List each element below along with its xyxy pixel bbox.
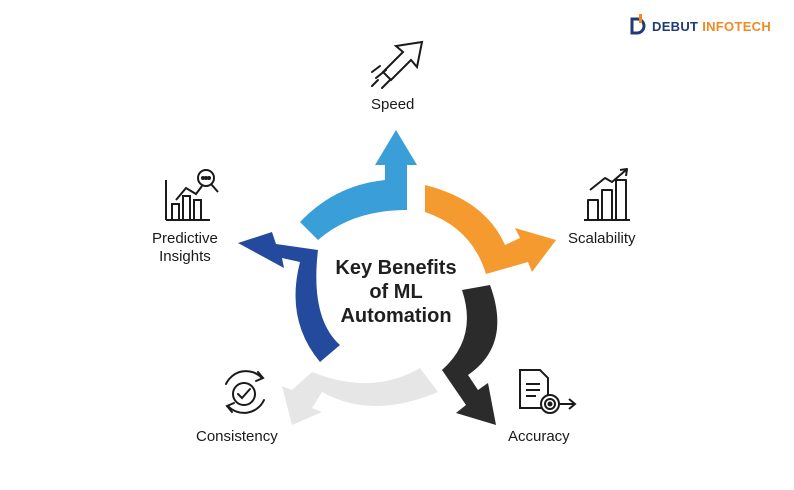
scalability-arrow xyxy=(425,185,556,274)
rocket-arrow-icon xyxy=(371,40,424,89)
predictive-insights-arrow xyxy=(238,232,340,362)
document-target-icon xyxy=(519,369,577,414)
consistency-arrow xyxy=(282,368,438,425)
title-line-1: Key Benefits xyxy=(335,257,457,279)
label-predictive-line-2: Insights xyxy=(159,248,211,265)
label-predictive-line-1: Predictive xyxy=(152,230,218,247)
growth-bar-chart-icon xyxy=(584,168,630,221)
brand-word-2: INFOTECH xyxy=(702,18,772,34)
label-consistency: Consistency xyxy=(196,428,278,445)
label-accuracy: Accuracy xyxy=(508,428,570,445)
title-line-2: of ML xyxy=(369,281,423,303)
chart-search-icon xyxy=(165,169,219,221)
label-predictive-insights: Predictive Insights xyxy=(152,230,218,266)
diagram-title: Key Benefits of ML Automation xyxy=(306,256,486,328)
brand-mark-icon xyxy=(630,14,646,35)
label-scalability: Scalability xyxy=(568,230,636,247)
accuracy-arrow xyxy=(442,285,498,425)
brand-word-1: DEBUT xyxy=(652,18,699,34)
cycle-check-icon xyxy=(225,370,265,414)
label-speed: Speed xyxy=(371,96,415,113)
brand-logo: DEBUT INFOTECH xyxy=(628,14,771,38)
speed-arrow xyxy=(300,130,417,240)
title-line-3: Automation xyxy=(340,305,452,327)
brand-name: DEBUT INFOTECH xyxy=(652,19,771,34)
